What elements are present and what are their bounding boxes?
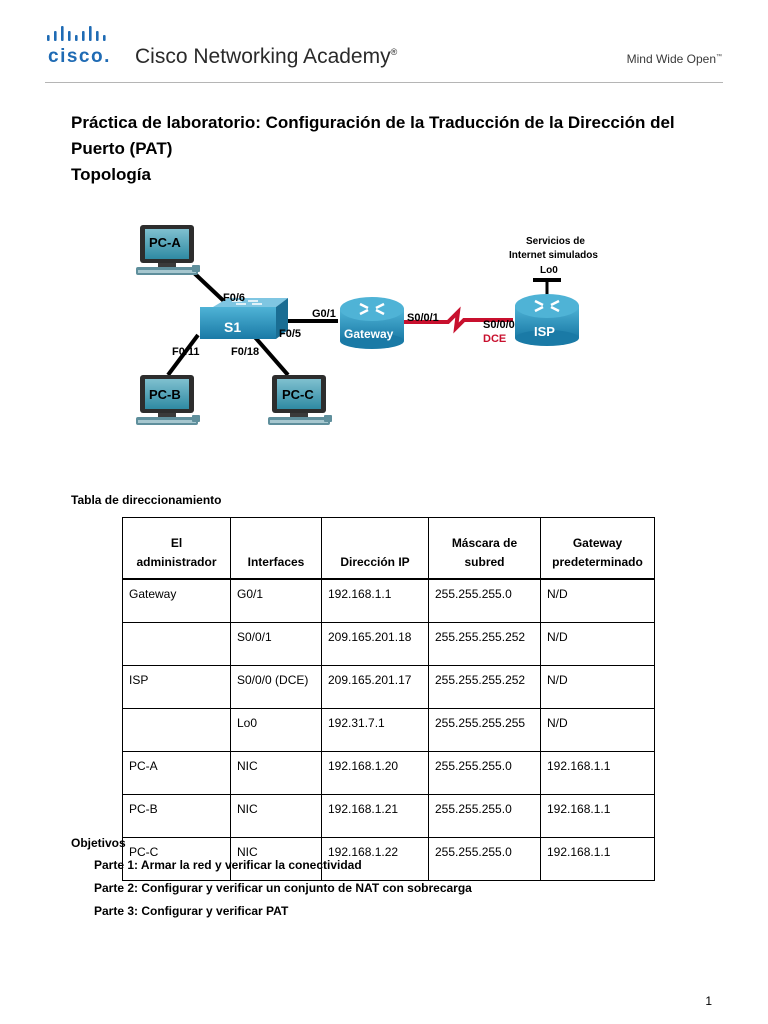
label-internet-line2: Internet simulados	[509, 250, 598, 261]
cell-mask: 255.255.255.0	[428, 751, 541, 795]
cell-device: Gateway	[122, 578, 231, 623]
header-interfaces: Interfaces	[230, 517, 322, 580]
cell-mask: 255.255.255.252	[428, 622, 541, 666]
topology-diagram: PC-A PC-B PC-C S1 Gateway	[136, 225, 598, 425]
router-gateway-label: Gateway	[344, 327, 394, 341]
router-gateway-icon	[340, 297, 404, 349]
label-internet-line1: Servicios de	[526, 236, 585, 247]
cell-gateway: N/D	[540, 578, 655, 623]
cell-interface: S0/0/0 (DCE)	[230, 665, 322, 709]
pc-b-label: PC-B	[149, 387, 181, 402]
link-pca-s1	[191, 270, 230, 307]
label-s0-0-0: S0/0/0	[483, 319, 515, 331]
label-f0-18: F0/18	[231, 346, 259, 358]
cell-ip: 192.168.1.1	[321, 578, 429, 623]
objective-item: Parte 1: Armar la red y verificar la con…	[94, 858, 362, 872]
objectives-heading: Objetivos	[71, 836, 126, 850]
switch-s1-label: S1	[224, 319, 241, 335]
cell-device: PC-B	[122, 794, 231, 838]
cell-device: PC-A	[122, 751, 231, 795]
cell-ip: 192.31.7.1	[321, 708, 429, 752]
table-row: Gateway G0/1 192.168.1.1 255.255.255.0 N…	[122, 578, 655, 623]
link-s1-pcb	[166, 333, 200, 377]
label-lo0: Lo0	[540, 265, 558, 276]
section-heading-topology: Topología	[71, 165, 151, 184]
router-isp-label: ISP	[534, 324, 555, 339]
table-row: PC-B NIC 192.168.1.21 255.255.255.0 192.…	[122, 794, 655, 838]
page-number: 1	[705, 994, 712, 1008]
cell-gateway: 192.168.1.1	[540, 751, 655, 795]
router-isp-icon	[515, 294, 579, 346]
label-f0-6: F0/6	[223, 292, 245, 304]
cell-mask: 255.255.255.252	[428, 665, 541, 709]
link-s1-pcc	[251, 333, 290, 377]
table-row: PC-C NIC 192.168.1.22 255.255.255.0 192.…	[122, 837, 655, 881]
cell-device	[122, 622, 231, 666]
cell-device	[122, 708, 231, 752]
pc-a-label: PC-A	[149, 235, 181, 250]
pc-c-label: PC-C	[282, 387, 314, 402]
link-serial-gateway-isp	[403, 306, 513, 334]
cell-ip: 192.168.1.22	[321, 837, 429, 881]
document-title: Práctica de laboratorio: Configuración d…	[71, 113, 675, 158]
label-dce: DCE	[483, 333, 506, 345]
cell-mask: 255.255.255.0	[428, 794, 541, 838]
table-title: Tabla de direccionamiento	[71, 493, 222, 507]
cell-interface: G0/1	[230, 578, 322, 623]
pc-a-icon	[136, 225, 200, 275]
cell-gateway: 192.168.1.1	[540, 837, 655, 881]
cell-interface: NIC	[230, 751, 322, 795]
cell-gateway: 192.168.1.1	[540, 794, 655, 838]
pc-b-icon	[136, 375, 200, 425]
cell-mask: 255.255.255.255	[428, 708, 541, 752]
page-header: cisco. Cisco Networking Academy® Mind Wi…	[0, 0, 768, 90]
tagline: Mind Wide Open™	[626, 52, 722, 66]
cell-device: PC-C	[122, 837, 231, 881]
academy-title: Cisco Networking Academy®	[135, 45, 398, 68]
objective-item: Parte 2: Configurar y verificar un conju…	[94, 881, 472, 895]
switch-s1-icon	[200, 298, 288, 339]
cell-mask: 255.255.255.0	[428, 578, 541, 623]
cell-interface: NIC	[230, 837, 322, 881]
pc-c-icon	[268, 375, 332, 425]
cell-ip: 192.168.1.20	[321, 751, 429, 795]
table-row: Lo0 192.31.7.1 255.255.255.255 N/D	[122, 708, 655, 752]
cell-ip: 209.165.201.18	[321, 622, 429, 666]
cell-mask: 255.255.255.0	[428, 837, 541, 881]
label-f0-11: F0/11	[172, 346, 200, 358]
cell-ip: 192.168.1.21	[321, 794, 429, 838]
cell-ip: 209.165.201.17	[321, 665, 429, 709]
objective-item: Parte 3: Configurar y verificar PAT	[94, 904, 289, 918]
label-g0-1: G0/1	[312, 308, 336, 320]
cisco-bridge-logo-icon	[47, 26, 106, 41]
cell-interface: S0/0/1	[230, 622, 322, 666]
objectives-list: Parte 1: Armar la red y verificar la con…	[94, 858, 472, 927]
table-row: ISP S0/0/0 (DCE) 209.165.201.17 255.255.…	[122, 665, 655, 709]
table-row: PC-A NIC 192.168.1.20 255.255.255.0 192.…	[122, 751, 655, 795]
cell-interface: NIC	[230, 794, 322, 838]
cell-gateway: N/D	[540, 665, 655, 709]
label-s0-0-1: S0/0/1	[407, 312, 439, 324]
cell-interface: Lo0	[230, 708, 322, 752]
cell-gateway: N/D	[540, 622, 655, 666]
cell-gateway: N/D	[540, 708, 655, 752]
header-divider	[45, 82, 723, 83]
label-f0-5: F0/5	[279, 328, 301, 340]
cell-device: ISP	[122, 665, 231, 709]
cisco-wordmark: cisco.	[48, 46, 111, 67]
header-ip: Dirección IP	[321, 517, 429, 580]
table-row: S0/0/1 209.165.201.18 255.255.255.252 N/…	[122, 622, 655, 666]
